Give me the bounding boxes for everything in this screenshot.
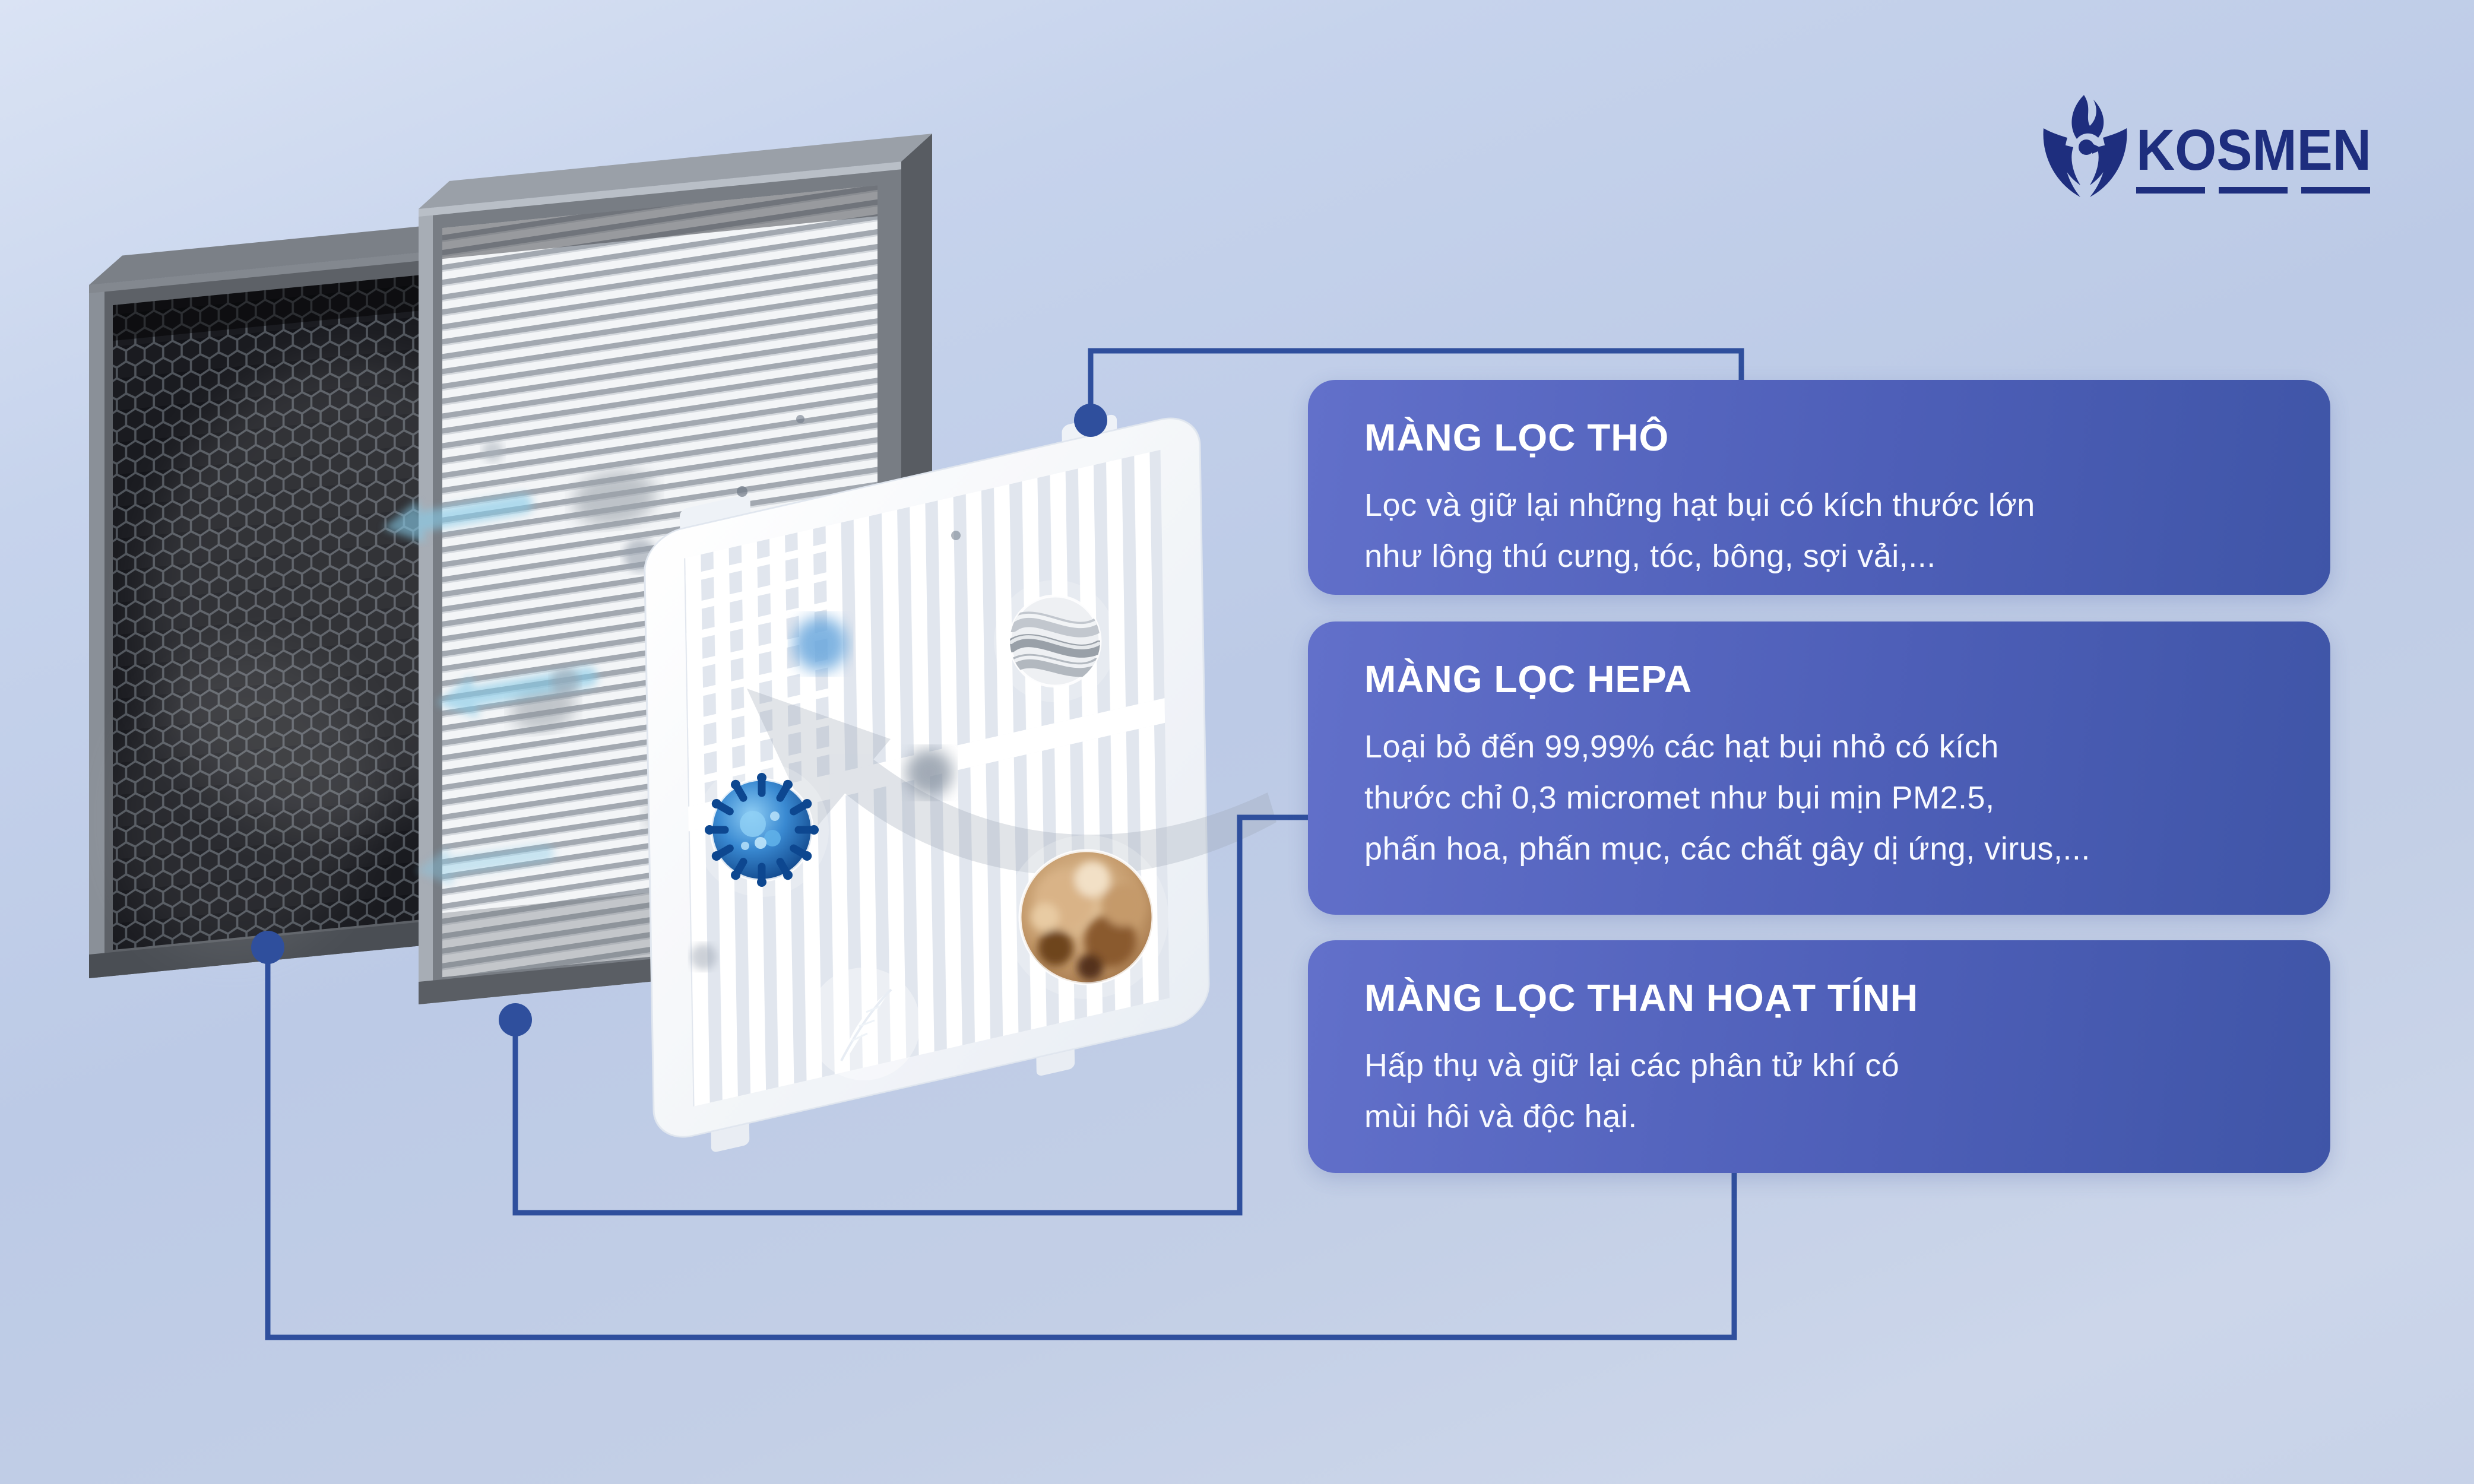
carbon-filter-description-line: mùi hôi và độc hại.	[1364, 1099, 1637, 1134]
airflow-arrow-icons	[383, 493, 598, 886]
kosmen-logo: KOSMEN	[2040, 93, 2389, 211]
brand-name: KOSMEN	[2136, 118, 2371, 182]
coarse-filter-description-line: như lông thú cưng, tóc, bông, sợi vải,..…	[1364, 538, 1936, 574]
dust-pollen-inset	[1005, 835, 1168, 999]
connector-line-hepa	[512, 814, 1310, 1216]
connector-line-prefilter	[1088, 348, 1744, 416]
coarse-filter-title: MÀNG LỌC THÔ	[1364, 416, 1670, 459]
carbon-filter-description-line: Hấp thụ và giữ lại các phân tử khí có	[1364, 1048, 1900, 1083]
feather-inset	[807, 968, 920, 1080]
info-box-carbon-filter: MÀNG LỌC THAN HOẠT TÍNH Hấp thụ và giữ l…	[1308, 940, 2330, 1173]
carbon-filter-title: MÀNG LỌC THAN HOẠT TÍNH	[1364, 976, 1919, 1019]
hepa-filter-title: MÀNG LỌC HEPA	[1364, 658, 1693, 700]
brand-bar	[2219, 187, 2288, 194]
hepa-filter-description-line: phấn hoa, phấn mục, các chất gây dị ứng,…	[1364, 831, 2090, 867]
brand-bar	[2301, 187, 2370, 194]
hepa-filter-description-line: thước chỉ 0,3 micromet như bụi mịn PM2.5…	[1364, 780, 1995, 816]
hepa-filter-description-line: Loại bỏ đến 99,99% các hạt bụi nhỏ có kí…	[1364, 729, 1999, 765]
dust-particles	[482, 440, 657, 696]
coarse-filter-description-line: Lọc và giữ lại những hạt bụi có kích thư…	[1364, 487, 2035, 523]
airflow-swoosh-icon	[747, 689, 1276, 876]
info-box-hepa-filter: MÀNG LỌC HEPA Loại bỏ đến 99,99% các hạt…	[1308, 621, 2330, 915]
slat-rib-dashes	[685, 540, 841, 787]
marker-dot-carbon	[251, 931, 284, 964]
phoenix-flame-icon	[2043, 95, 2127, 197]
info-box-coarse-filter: MÀNG LỌC THÔ Lọc và giữ lại những hạt bụ…	[1308, 380, 2330, 595]
virus-particle-inset	[695, 763, 829, 897]
connector-line-carbon	[265, 943, 1737, 1340]
marker-dot-prefilter	[1074, 404, 1107, 437]
brand-bar	[2136, 187, 2205, 194]
fabric-fiber-inset	[994, 580, 1116, 702]
marker-dot-hepa	[499, 1003, 532, 1036]
brand-underline-bars	[2136, 187, 2389, 194]
filtered-particles	[690, 415, 961, 970]
